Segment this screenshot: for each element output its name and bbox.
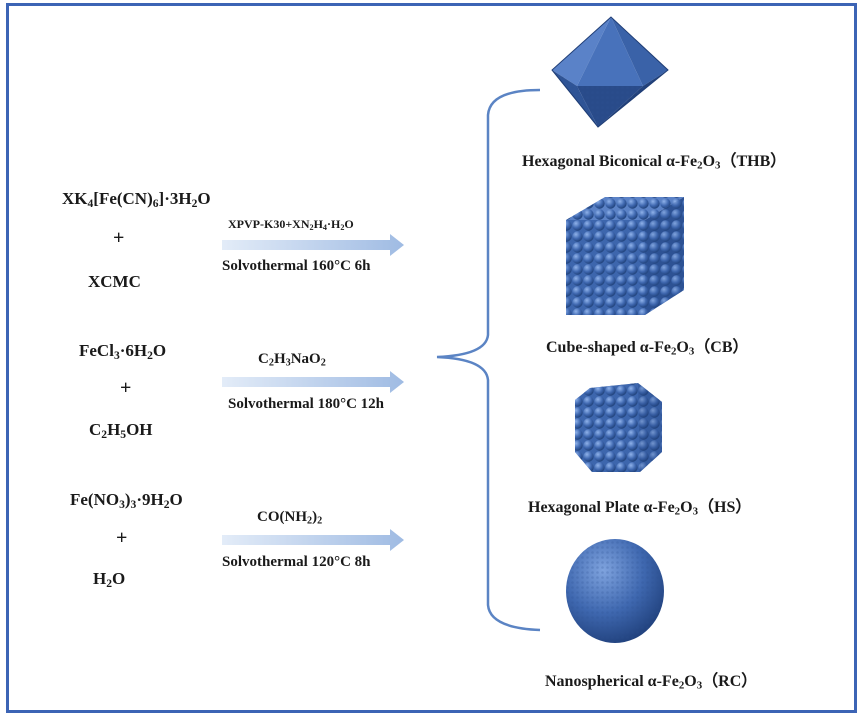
route-3-reagent-bottom: H2O — [93, 569, 126, 590]
reaction-arrows — [222, 234, 404, 551]
route-1-reagent-bottom: XCMC — [88, 272, 141, 291]
route-3-condition-top: CO(NH2)2 — [257, 509, 323, 527]
hexagonal-plate-icon — [575, 383, 662, 472]
route-2-reagent-bottom: C2H5OH — [89, 420, 153, 441]
route-1-plus: + — [113, 227, 125, 249]
diagram-frame — [6, 3, 857, 713]
octahedron-icon — [551, 16, 669, 128]
arrow-route-3 — [222, 529, 404, 551]
route-1-condition-top: XPVP-K30+XN2H4·H2O — [228, 217, 354, 233]
route-3-condition-bottom: Solvothermal 120°C 8h — [222, 554, 371, 570]
curly-bracket — [436, 88, 541, 632]
product-label-thb: Hexagonal Biconical α-Fe2O3（THB） — [522, 153, 787, 172]
route-2-condition-top: C2H3NaO2 — [258, 351, 326, 369]
sphere-icon — [566, 539, 664, 643]
route-2-plus: + — [120, 377, 132, 399]
route-1-reagent-top: XK4[Fe(CN)6]·3H2O — [62, 189, 211, 210]
route-3-plus: + — [116, 527, 128, 549]
route-2-reagent-top: FeCl3·6H2O — [79, 341, 167, 362]
route-3-reagent-top: Fe(NO3)3·9H2O — [70, 490, 183, 511]
product-label-hs: Hexagonal Plate α-Fe2O3（HS） — [528, 499, 752, 518]
product-label-cb: Cube-shaped α-Fe2O3（CB） — [546, 339, 749, 358]
cube-icon — [566, 197, 684, 315]
route-1-condition-bottom: Solvothermal 160°C 6h — [222, 258, 371, 274]
arrow-route-1 — [222, 234, 404, 256]
product-label-rc: Nanospherical α-Fe2O3（RC） — [545, 673, 758, 692]
route-2-condition-bottom: Solvothermal 180°C 12h — [228, 396, 384, 412]
arrow-route-2 — [222, 371, 404, 393]
